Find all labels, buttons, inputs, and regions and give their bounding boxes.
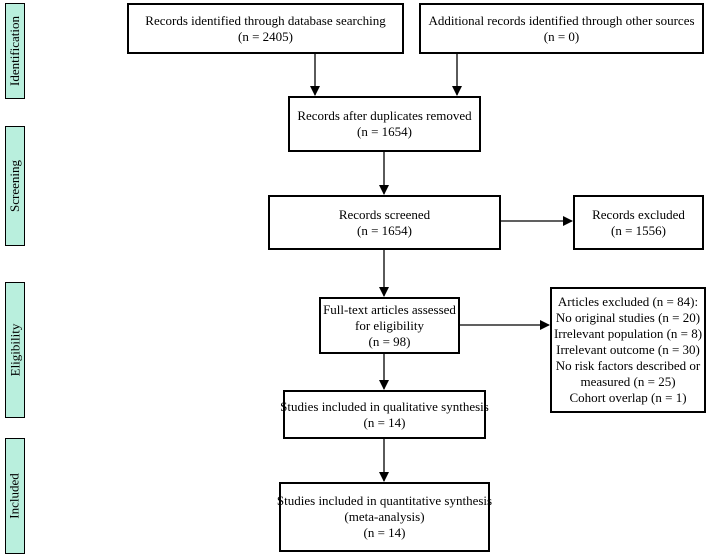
box-articles-excluded-line: Cohort overlap (n = 1) xyxy=(569,390,687,405)
box-qualitative-synthesis-line: (n = 14) xyxy=(363,414,406,430)
box-quantitative-synthesis-line: (meta-analysis) xyxy=(344,509,425,524)
box-database-searching: Records identified through database sear… xyxy=(127,3,404,54)
box-records-excluded-line: (n = 1556) xyxy=(611,222,666,238)
box-articles-excluded: Articles excluded (n = 84):No original s… xyxy=(550,287,706,413)
box-articles-excluded-line: Irrelevant outcome (n = 30) xyxy=(556,342,700,357)
box-qualitative-synthesis-line: Studies included in qualitative synthesi… xyxy=(280,398,489,414)
box-articles-excluded-line: Irrelevant population (n = 8) xyxy=(553,326,703,341)
box-fulltext-assessed-line: Full-text articles assessed xyxy=(323,301,456,317)
box-records-screened-line: Records screened xyxy=(338,206,431,222)
box-database-searching-line: (n = 2405) xyxy=(238,28,293,44)
box-articles-excluded-line: No original studies (n = 20) xyxy=(555,310,701,325)
box-articles-excluded-line: No risk factors described or xyxy=(555,358,701,373)
box-fulltext-assessed-line: (n = 98) xyxy=(368,333,411,349)
box-fulltext-assessed-line: for eligibility xyxy=(355,317,424,333)
box-records-screened-line: (n = 1654) xyxy=(357,222,412,238)
box-records-screened: Records screened(n = 1654) xyxy=(268,195,501,250)
stage-eligibility: Eligibility xyxy=(5,282,25,418)
box-duplicates-removed: Records after duplicates removed(n = 165… xyxy=(288,96,481,152)
box-records-excluded-line: Records excluded xyxy=(592,206,685,222)
box-qualitative-synthesis: Studies included in qualitative synthesi… xyxy=(280,390,489,439)
box-database-searching-line: Records identified through database sear… xyxy=(145,12,386,28)
box-quantitative-synthesis-line: (n = 14) xyxy=(363,525,406,540)
stage-identification: Identification xyxy=(5,3,25,99)
box-records-excluded: Records excluded(n = 1556) xyxy=(573,195,704,250)
box-articles-excluded-line: Articles excluded (n = 84): xyxy=(557,294,699,309)
stage-screening: Screening xyxy=(5,126,25,246)
stage-included: Included xyxy=(5,438,25,554)
box-quantitative-synthesis: Studies included in quantitative synthes… xyxy=(276,482,493,552)
box-articles-excluded-line: measured (n = 25) xyxy=(580,374,676,389)
box-duplicates-removed-line: Records after duplicates removed xyxy=(297,108,472,123)
box-duplicates-removed-line: (n = 1654) xyxy=(357,124,412,139)
box-other-sources: Additional records identified through ot… xyxy=(419,3,704,54)
box-other-sources-line: (n = 0) xyxy=(543,28,580,44)
box-quantitative-synthesis-line: Studies included in quantitative synthes… xyxy=(276,493,493,508)
box-other-sources-line: Additional records identified through ot… xyxy=(428,12,695,28)
